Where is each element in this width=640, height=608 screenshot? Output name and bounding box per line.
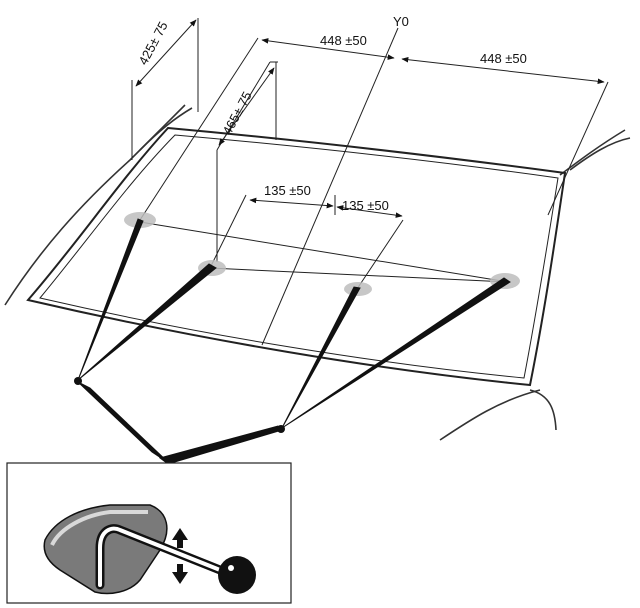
up-down-arrow-icon: [172, 528, 188, 584]
jet-left-outer: [77, 218, 144, 381]
dimension-arrows: [135, 19, 605, 218]
nozzle-left: [74, 377, 82, 385]
jet-left-inner: [77, 263, 217, 381]
reference-lines: [131, 18, 609, 346]
dimension-center-right: 448 ±50: [480, 51, 527, 66]
hose-right: [158, 425, 283, 465]
dimension-center-left: 448 ±50: [320, 33, 367, 48]
car-body-outline: [4, 104, 631, 441]
adjuster-knob-icon: [218, 556, 256, 594]
nozzle-right: [277, 425, 285, 433]
adjustment-inset: [6, 462, 292, 604]
hose-left: [77, 381, 171, 465]
spray-marks: [124, 212, 520, 296]
dimension-left-inner: 465± 75: [219, 89, 254, 137]
dimension-left-outer: 425± 75: [135, 19, 170, 67]
jet-right-outer: [281, 277, 511, 429]
dimension-inner-left: 135 ±50: [264, 183, 311, 198]
nozzle-highlight: [50, 510, 148, 546]
dimension-inner-right: 135 ±50: [342, 198, 389, 213]
spray-jets: [74, 218, 511, 465]
y0-axis-label: Y0: [393, 14, 409, 29]
jet-right-inner: [281, 286, 361, 429]
windscreen: [26, 126, 567, 387]
